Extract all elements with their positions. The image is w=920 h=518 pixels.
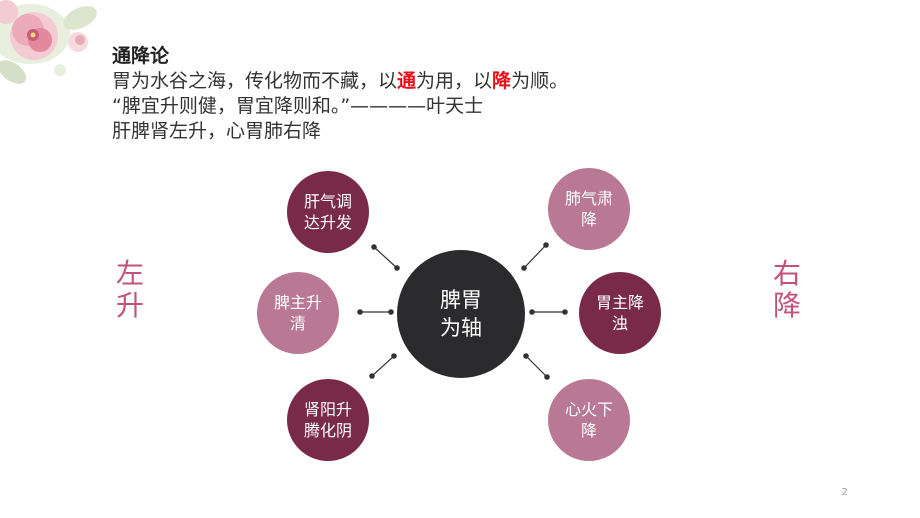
left-label-text: 左升	[115, 257, 144, 322]
node-heart-line1: 心火下	[564, 400, 613, 419]
node-liver-line1: 肝气调	[303, 192, 352, 211]
description-line-2: “脾宜升则健，胃宜降则和。”————叶天士	[112, 95, 484, 117]
node-lung: 肺气肃降	[548, 168, 630, 250]
node-kidney-line1: 肾阳升	[303, 400, 352, 419]
center-node-spleen-stomach: 脾胃为轴	[397, 250, 525, 378]
node-spleen-line2: 清	[289, 314, 306, 333]
peony-flower-decoration	[0, 0, 97, 84]
connector-liver	[373, 246, 398, 269]
node-lung-line2: 降	[580, 210, 597, 229]
node-spleen: 脾主升清	[257, 272, 339, 354]
left-ascend-label: 左升	[110, 258, 150, 322]
node-liver-line2: 达升发	[303, 213, 352, 232]
description-line-3: 肝脾肾左升，心胃肺右降	[112, 120, 322, 142]
line1-part-c: 为顺。	[511, 70, 569, 92]
line1-part-a: 胃为水谷之海，传化物而不藏，以	[112, 70, 398, 92]
page-number: 2	[841, 487, 848, 498]
connector-lung	[523, 244, 547, 269]
center-node-line1: 脾胃	[440, 288, 482, 312]
right-descend-label: 右降	[767, 258, 807, 322]
node-spleen-line1: 脾主升	[273, 293, 322, 312]
node-lung-line1: 肺气肃	[564, 189, 613, 208]
center-node-line2: 为轴	[440, 316, 482, 340]
highlight-jiang: 降	[492, 70, 512, 92]
description-text: 通降论 胃为水谷之海，传化物而不藏，以通为用，以降为顺。 “脾宜升则健，胃宜降则…	[112, 44, 568, 144]
node-liver: 肝气调达升发	[287, 171, 369, 253]
node-kidney-line2: 腾化阴	[303, 421, 352, 440]
node-stomach-line2: 浊	[611, 314, 628, 333]
node-heart-line2: 降	[580, 421, 597, 440]
slide-title: 通降论	[112, 45, 170, 67]
connector-heart	[525, 355, 548, 378]
highlight-tong: 通	[397, 70, 417, 92]
description-line-1: 胃为水谷之海，传化物而不藏，以通为用，以降为顺。	[112, 69, 568, 94]
connector-kidney	[371, 355, 395, 377]
node-heart: 心火下降	[548, 379, 630, 461]
node-kidney: 肾阳升腾化阴	[287, 379, 369, 461]
line1-part-b: 为用，以	[416, 70, 493, 92]
node-stomach: 胃主降浊	[579, 272, 661, 354]
node-stomach-line1: 胃主降	[595, 293, 644, 312]
right-label-text: 右降	[772, 257, 801, 322]
